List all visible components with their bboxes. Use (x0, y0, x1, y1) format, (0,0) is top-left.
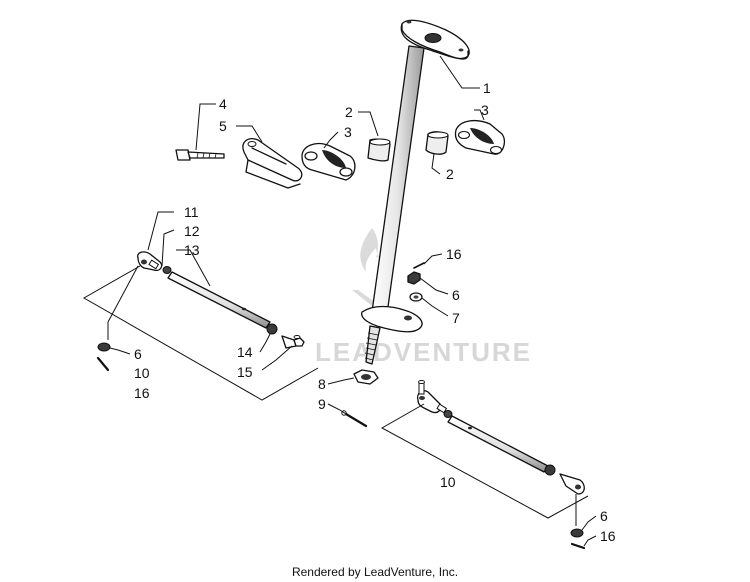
bushing-left (367, 138, 391, 162)
clamp-left (301, 142, 356, 181)
tie-rod-left-assembly (96, 251, 305, 372)
callout-2: 2 (446, 166, 454, 182)
callout-14: 14 (237, 344, 253, 360)
callout-11: 11 (184, 204, 199, 220)
callout-12: 12 (184, 223, 200, 239)
watermark: LEADVENTURE (315, 228, 532, 367)
callout-1: 1 (483, 80, 491, 96)
leader-lines (109, 55, 597, 547)
bolt (175, 149, 225, 161)
pin-nut-washer-upper (407, 262, 425, 302)
callout-10: 10 (134, 365, 150, 381)
callout-5: 5 (219, 118, 227, 134)
assembly-frame-left (82, 265, 319, 401)
callout-9: 9 (318, 396, 326, 412)
footer-credit: Rendered by LeadVenture, Inc. (291, 565, 459, 579)
callout-16: 16 (134, 385, 150, 401)
callout-7: 7 (452, 310, 460, 326)
callout-4: 4 (219, 96, 227, 112)
callout-16: 16 (600, 528, 616, 544)
callout-6: 6 (600, 508, 608, 524)
bracket (242, 138, 303, 189)
callout-15: 15 (237, 364, 253, 380)
callout-2: 2 (345, 104, 353, 120)
callout-16: 16 (446, 246, 462, 262)
callout-3: 3 (481, 102, 489, 118)
bushing-right (425, 131, 449, 155)
callout-6: 6 (452, 287, 460, 303)
callout-6: 6 (134, 346, 142, 362)
assembly-frame-right (380, 403, 589, 526)
clamp-right (454, 119, 506, 155)
callout-13: 13 (184, 242, 200, 258)
castle-nut (353, 369, 379, 385)
tie-rod-right-assembly (416, 380, 586, 550)
watermark-text: LEADVENTURE (315, 337, 532, 367)
callout-8: 8 (318, 376, 326, 392)
callout-labels: 1 2 3 4 5 3 2 11 12 13 16 6 7 14 15 6 10… (134, 80, 616, 544)
callout-10: 10 (440, 474, 456, 490)
steering-post (361, 19, 470, 365)
callout-3: 3 (344, 124, 352, 140)
